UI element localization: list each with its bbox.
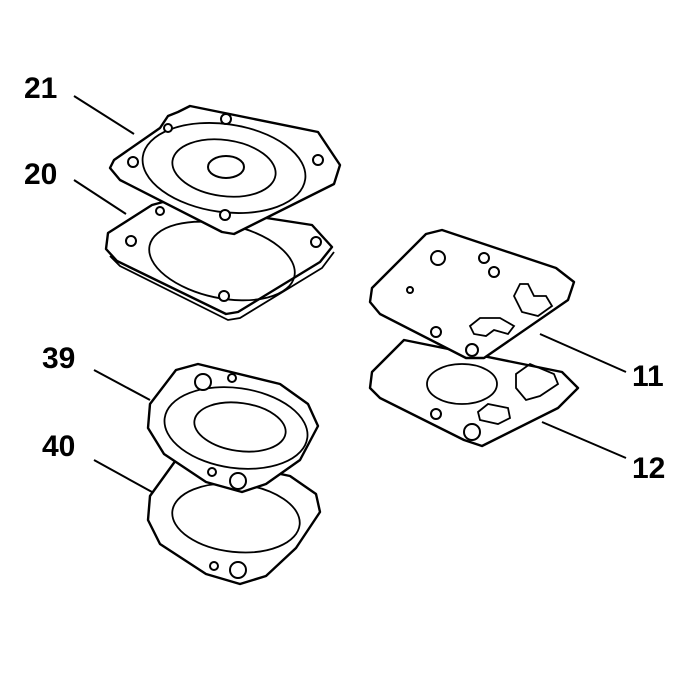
leader-12 xyxy=(541,421,627,459)
leader-21 xyxy=(73,95,135,135)
part-11-outline xyxy=(368,228,576,360)
part-12-port xyxy=(515,362,560,402)
part-21-hole xyxy=(312,154,324,166)
part-39-ring-inner xyxy=(193,401,287,453)
part-39-ring-outer xyxy=(163,386,309,470)
part-21-diaphragm xyxy=(108,104,342,236)
part-21-hole xyxy=(219,209,231,221)
part-39-hole xyxy=(227,373,237,383)
part-11-hole xyxy=(488,266,500,278)
part-12-opening xyxy=(426,363,498,405)
part-21-hole xyxy=(220,113,232,125)
part-11-plate xyxy=(368,228,576,360)
part-12-hole xyxy=(430,408,442,420)
part-21-hole xyxy=(163,123,173,133)
part-20-edge xyxy=(109,251,335,321)
part-12-gasket xyxy=(368,338,580,448)
part-11-hole xyxy=(478,252,490,264)
callout-11: 11 xyxy=(632,360,664,393)
part-40-hole xyxy=(209,561,219,571)
part-39-hole xyxy=(229,472,247,490)
leader-11 xyxy=(539,333,627,373)
part-39-outline xyxy=(146,362,320,494)
part-39-diaphragm xyxy=(146,362,320,494)
part-12-slot xyxy=(476,403,512,425)
part-11-slot xyxy=(468,317,516,337)
part-11-hole xyxy=(430,250,446,266)
part-21-ring-mid xyxy=(171,138,277,198)
part-20-hole xyxy=(125,235,137,247)
callout-40: 40 xyxy=(42,430,75,463)
callout-20: 20 xyxy=(24,158,57,191)
part-20-hole xyxy=(218,290,230,302)
part-20-hole xyxy=(155,206,165,216)
part-12-hole xyxy=(463,423,481,441)
leader-39 xyxy=(93,369,151,401)
part-40-hole xyxy=(229,561,247,579)
part-11-channel xyxy=(512,283,554,317)
part-21-ring-outer xyxy=(141,122,307,214)
part-39-hole xyxy=(194,373,212,391)
part-21-center xyxy=(207,155,245,179)
part-11-hole xyxy=(406,286,414,294)
part-11-hole xyxy=(465,343,479,357)
callout-12: 12 xyxy=(632,452,665,485)
callout-21: 21 xyxy=(24,72,57,105)
part-20-gasket xyxy=(104,200,335,321)
part-21-hole xyxy=(127,156,139,168)
leader-20 xyxy=(73,179,127,215)
part-11-hole xyxy=(430,326,442,338)
part-20-hole xyxy=(310,236,322,248)
callout-39: 39 xyxy=(42,342,75,375)
leader-40 xyxy=(93,459,153,493)
part-39-hole xyxy=(207,467,217,477)
